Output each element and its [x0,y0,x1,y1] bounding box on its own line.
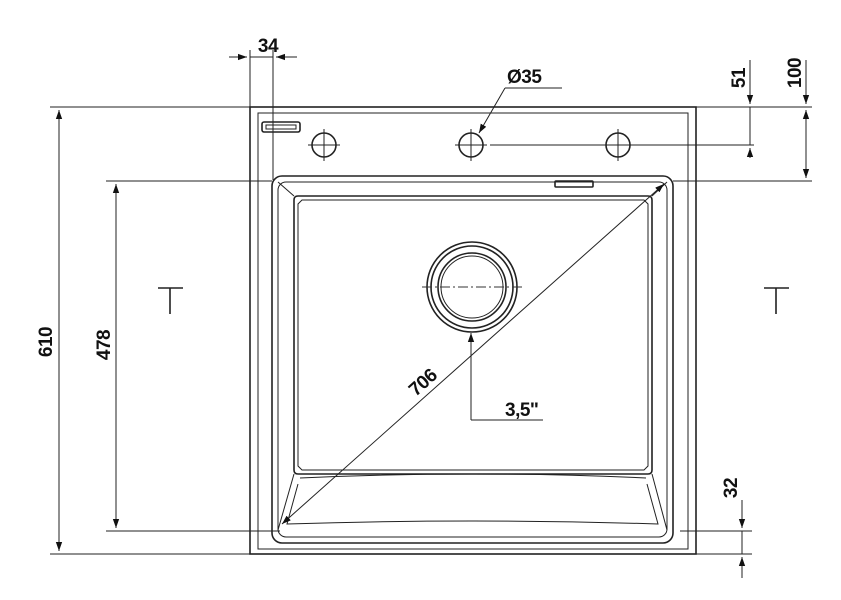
dim-diagonal: 706 [281,183,665,525]
dim-bottom-offset: 32 [680,478,752,578]
tap-hole-left [308,129,340,161]
dim-3-5-label: 3,5" [505,400,538,421]
dim-edge-offset: 34 [229,36,297,180]
dim-tap-offset: 51 [490,60,812,158]
dim-d35-label: Ø35 [507,67,542,88]
dim-bowl-height: 478 [94,180,280,532]
dim-706-label: 706 [405,365,442,401]
dim-overall-height: 610 [36,106,250,555]
dim-bowl-offset-top: 100 [673,58,812,182]
dim-610-label: 610 [36,327,57,357]
drain [422,241,522,333]
tap-hole-center [455,129,487,161]
dim-478-label: 478 [94,330,115,360]
section-marker-right [764,287,789,314]
dim-drain-size: 3,5" [467,333,543,421]
bowl [271,175,674,544]
overflow-slot [261,121,301,133]
dim-51-label: 51 [729,67,750,88]
dim-100-label: 100 [785,58,806,88]
dim-tap-hole-diameter: Ø35 [478,67,562,134]
dim-32-label: 32 [721,478,742,498]
sink-outline [249,106,697,555]
section-marker-left [158,287,183,314]
dim-34-label: 34 [258,36,279,57]
